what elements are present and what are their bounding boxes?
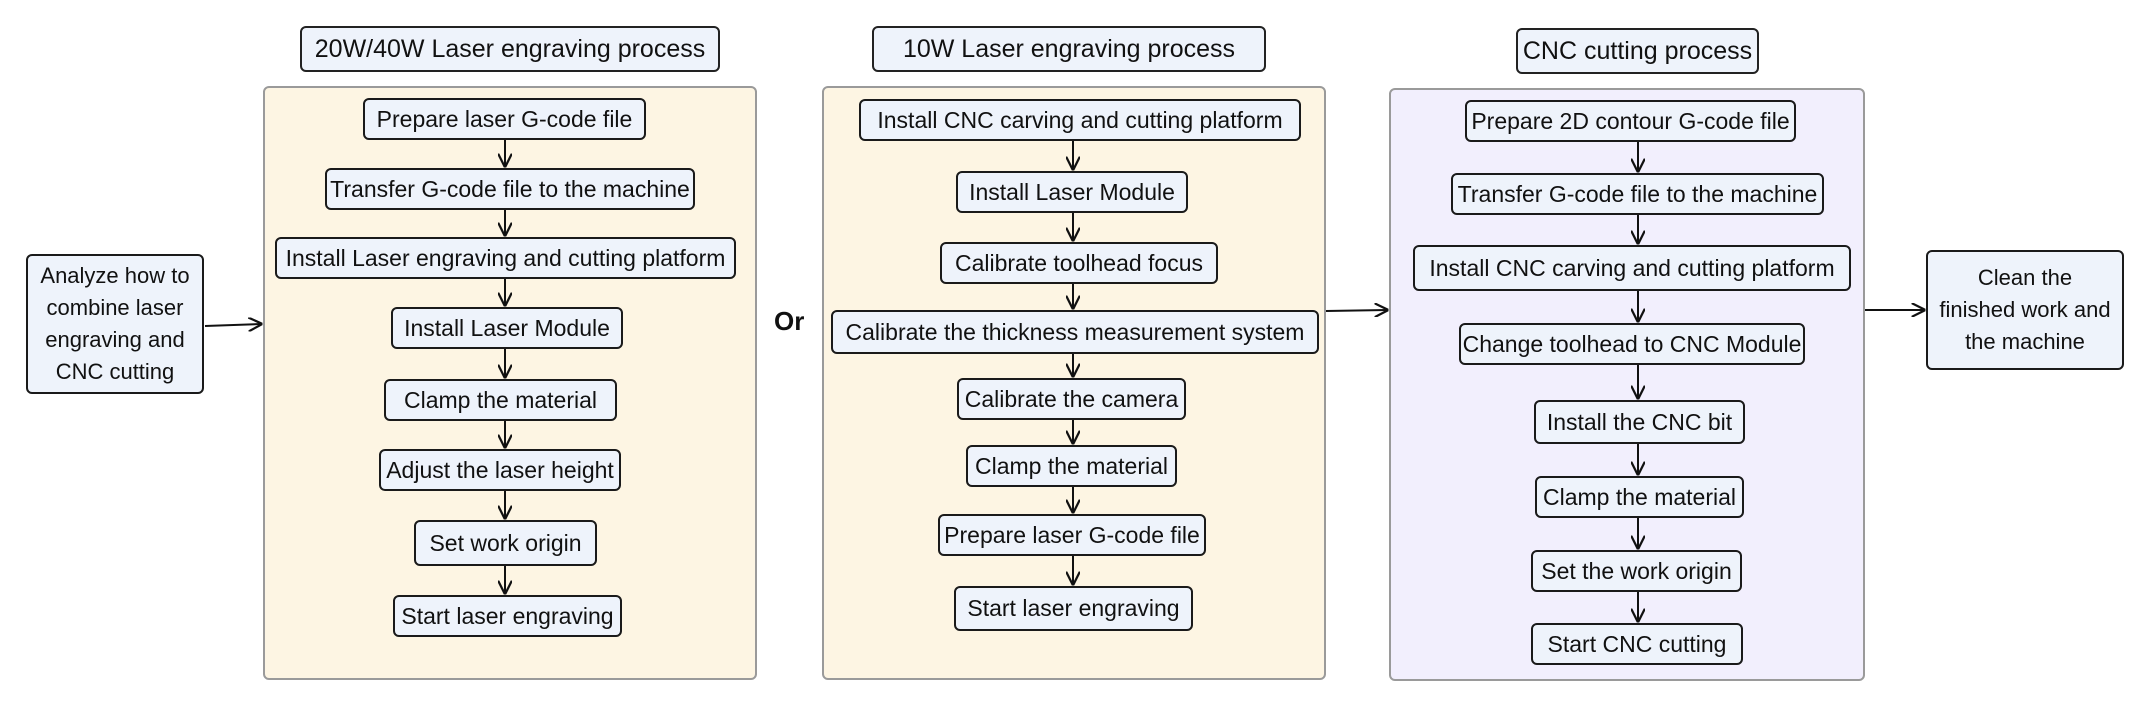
start-node-line: combine laser [46, 295, 184, 320]
column-title-10w: 10W Laser engraving process [872, 26, 1266, 72]
process-step: Clamp the material [384, 379, 617, 421]
process-step: Transfer G-code file to the machine [1451, 173, 1824, 215]
process-step: Install Laser Module [956, 171, 1188, 213]
start-node: Analyze how to combine laser engraving a… [26, 254, 204, 394]
process-step: Install the CNC bit [1534, 400, 1745, 444]
or-label: Or [774, 306, 805, 336]
process-step: Prepare laser G-code file [938, 514, 1206, 556]
process-step: Start CNC cutting [1531, 623, 1743, 665]
process-step: Clamp the material [966, 445, 1177, 487]
process-step: Transfer G-code file to the machine [325, 168, 695, 210]
process-step: Clamp the material [1535, 476, 1744, 518]
process-step: Adjust the laser height [379, 449, 621, 491]
arrow-right [204, 324, 261, 326]
column-title-cnc: CNC cutting process [1516, 28, 1759, 74]
process-step: Set the work origin [1531, 550, 1742, 592]
process-step: Prepare 2D contour G-code file [1465, 100, 1796, 142]
process-step: Start laser engraving [393, 595, 622, 637]
process-step: Calibrate the thickness measurement syst… [831, 310, 1319, 354]
process-step: Install CNC carving and cutting platform [1413, 245, 1851, 291]
column-title-20w-40w: 20W/40W Laser engraving process [300, 26, 720, 72]
process-step: Change toolhead to CNC Module [1459, 323, 1805, 365]
process-step: Calibrate the camera [957, 378, 1186, 420]
start-node-line: engraving and [45, 327, 185, 352]
process-step: Install Laser Module [391, 307, 623, 349]
start-node-line: Analyze how to [40, 263, 190, 288]
process-step: Start laser engraving [954, 586, 1193, 631]
end-node: Clean the finished work and the machine [1926, 250, 2124, 370]
process-step: Set work origin [414, 520, 597, 566]
start-node-line: CNC cutting [55, 359, 175, 384]
process-step: Install CNC carving and cutting platform [859, 99, 1301, 141]
end-node-line: Clean the [1977, 265, 2073, 290]
process-step: Calibrate toolhead focus [940, 242, 1218, 284]
arrow-right [1325, 310, 1387, 311]
end-node-line: the machine [1965, 329, 2085, 354]
process-step: Prepare laser G-code file [363, 98, 646, 140]
end-node-line: finished work and [1939, 297, 2111, 322]
process-step: Install Laser engraving and cutting plat… [275, 237, 736, 279]
